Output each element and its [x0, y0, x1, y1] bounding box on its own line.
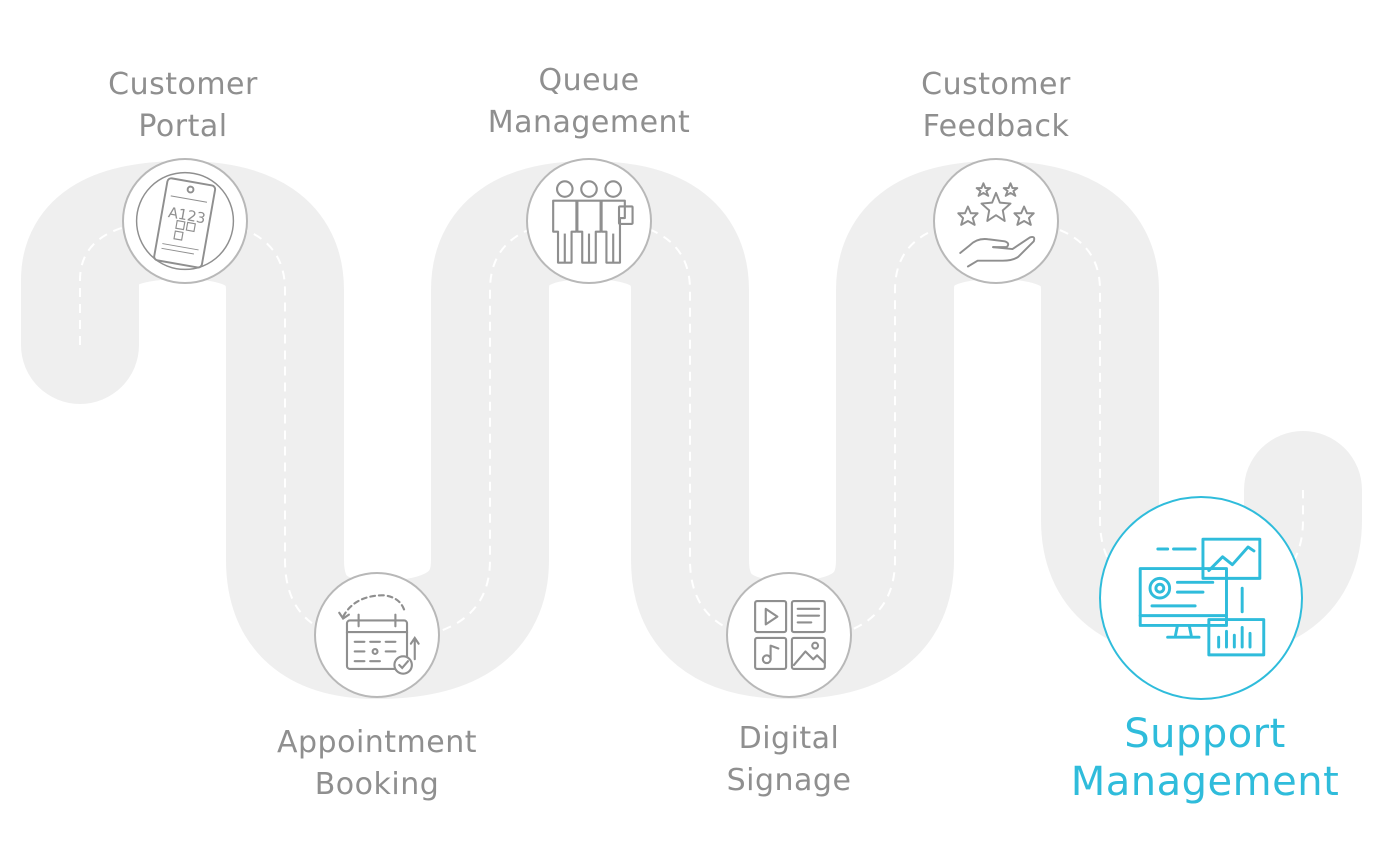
people-queue-icon — [552, 180, 634, 264]
stars-hand-icon — [957, 182, 1036, 268]
monitor-analytics-icon — [1138, 537, 1266, 657]
calendar-icon — [338, 594, 420, 675]
svg-text:A123: A123 — [167, 205, 207, 227]
step-label-customer-feedback: Customer Feedback — [921, 67, 1071, 144]
step-node-customer-feedback[interactable] — [933, 158, 1059, 284]
media-grid-icon — [754, 600, 826, 670]
ticket-icon: A123 — [135, 171, 235, 271]
step-label-queue-management: Queue Management — [487, 63, 691, 140]
step-node-support-management[interactable] — [1099, 496, 1303, 700]
step-node-appointment-booking[interactable] — [314, 572, 440, 698]
step-node-digital-signage[interactable] — [726, 572, 852, 698]
step-label-digital-signage: Digital Signage — [726, 721, 852, 798]
step-label-support-management: Support Management — [1070, 711, 1340, 805]
step-label-customer-portal: Customer Portal — [108, 67, 258, 144]
step-node-queue-management[interactable] — [526, 158, 652, 284]
step-label-appointment-booking: Appointment Booking — [276, 725, 478, 802]
step-node-customer-portal[interactable]: A123 — [122, 158, 248, 284]
